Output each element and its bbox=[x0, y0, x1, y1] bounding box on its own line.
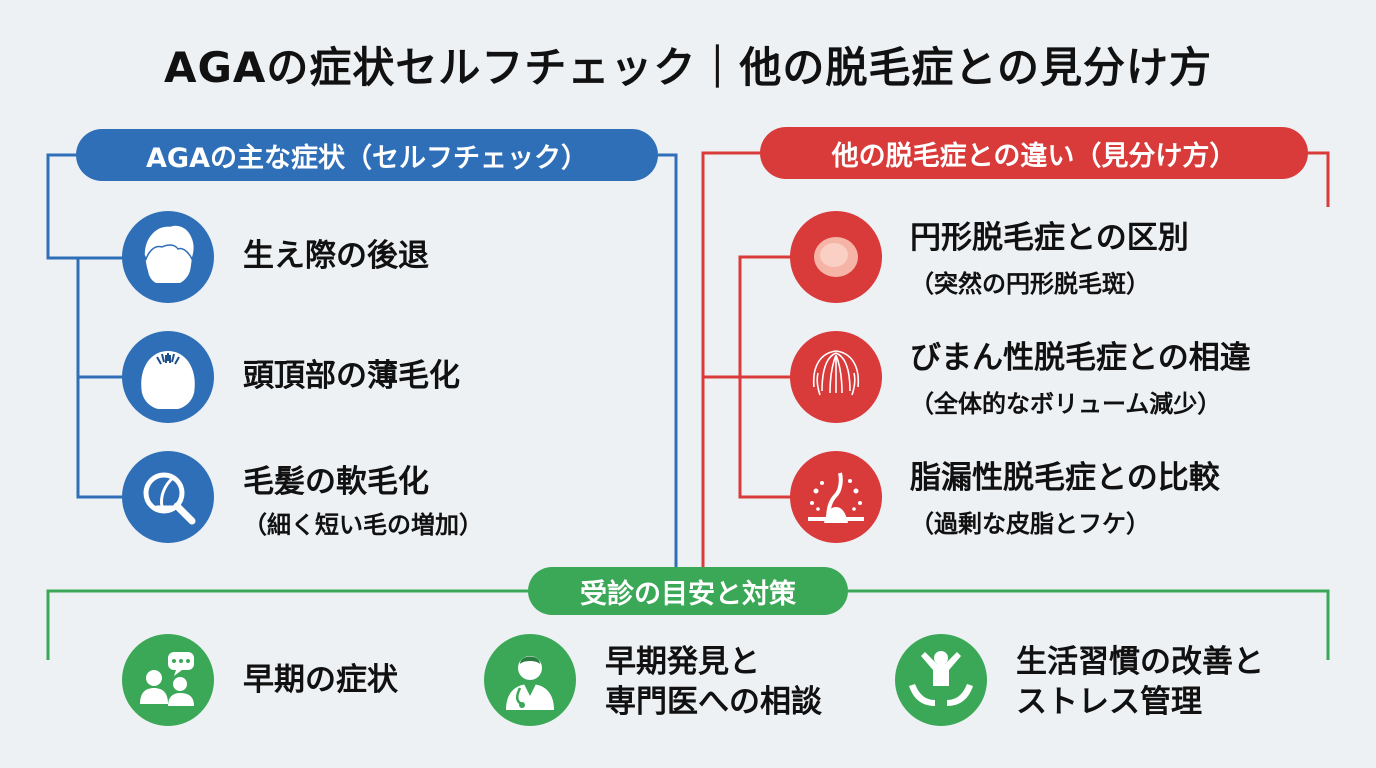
left-item-2-label: 頭頂部の薄毛化 bbox=[243, 358, 460, 394]
magnifier-hair-icon bbox=[122, 451, 214, 543]
left-item-3-label: 毛髪の軟毛化 bbox=[243, 464, 429, 500]
right-item-2-sub: （全体的なボリューム減少） bbox=[910, 390, 1222, 418]
aga-symptoms-heading: AGAの主な症状（セルフチェック） bbox=[76, 129, 658, 181]
doctor-icon bbox=[484, 634, 576, 726]
bottom-item-3-label-line2: ストレス管理 bbox=[1016, 684, 1202, 720]
right-item-3-sub: （過剰な皮脂とフケ） bbox=[910, 510, 1150, 538]
bottom-item-1-label: 早期の症状 bbox=[243, 662, 398, 698]
left-item-1-label: 生え際の後退 bbox=[243, 238, 429, 274]
bottom-item-2-label-line1: 早期発見と bbox=[605, 644, 760, 680]
crown-thinning-icon bbox=[122, 331, 214, 423]
right-item-1-label: 円形脱毛症との区別 bbox=[910, 220, 1189, 256]
left-item-3-sub: （細く短い毛の増加） bbox=[243, 511, 483, 539]
page-title: AGAの症状セルフチェック｜他の脱毛症との見分け方 bbox=[163, 43, 1213, 92]
other-alopecia-heading: 他の脱毛症との違い（見分け方） bbox=[760, 127, 1308, 179]
bald-patch-icon bbox=[790, 211, 882, 303]
right-item-1-sub: （突然の円形脱毛斑） bbox=[910, 270, 1150, 298]
diffuse-hair-icon bbox=[790, 331, 882, 423]
wellbeing-hands-icon bbox=[895, 634, 987, 726]
hair-head-icon bbox=[122, 211, 214, 303]
right-item-3-label: 脂漏性脱毛症との比較 bbox=[910, 460, 1220, 496]
consultation-chat-icon bbox=[122, 634, 214, 726]
sebum-follicle-icon bbox=[790, 451, 882, 543]
bottom-item-2-label-line2: 専門医への相談 bbox=[605, 684, 822, 720]
bottom-item-3-label-line1: 生活習慣の改善と bbox=[1016, 644, 1264, 680]
consultation-heading: 受診の目安と対策 bbox=[528, 567, 848, 615]
right-item-2-label: びまん性脱毛症との相違 bbox=[910, 340, 1251, 376]
